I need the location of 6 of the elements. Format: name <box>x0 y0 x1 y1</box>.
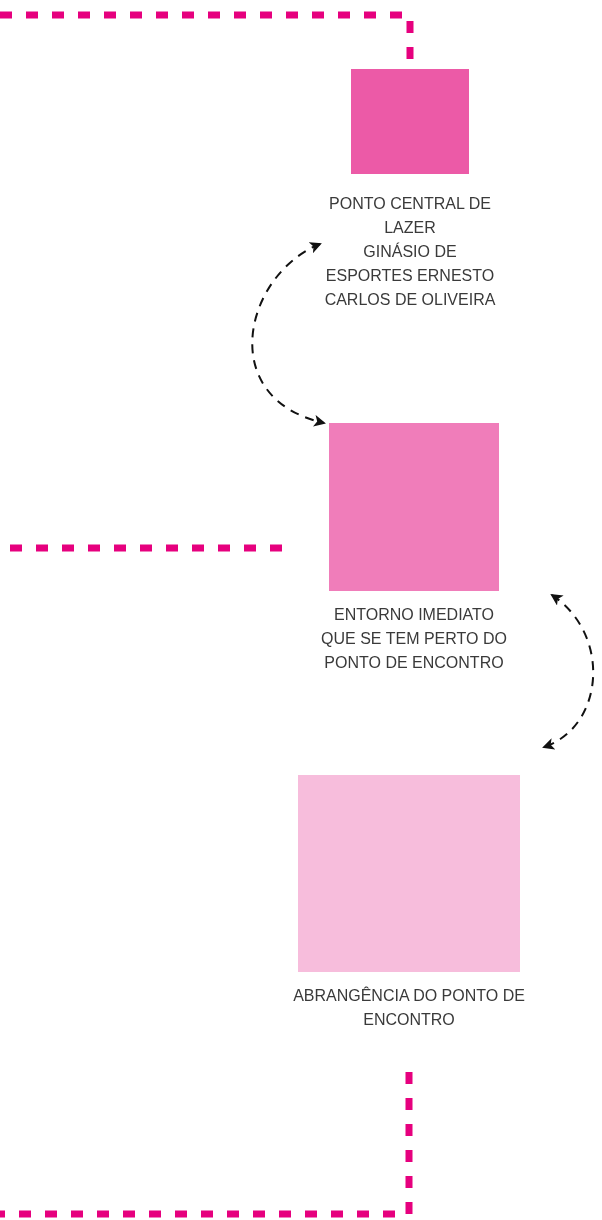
curved-arrow <box>542 593 594 749</box>
place-label: ENTORNO IMEDIATO QUE SE TEM PERTO DO PONTO DE ENCONTRO <box>320 605 508 673</box>
place-label: ABRANGÊNCIA DO PONTO DE ENCONTRO <box>292 985 526 1030</box>
place-label: GINÁSIO DE ESPORTES ERNESTO CARLOS DE OLIVEIRA <box>323 241 497 310</box>
curved-arrow <box>251 242 326 426</box>
place-label: PONTO CENTRAL DE LAZER <box>328 194 492 238</box>
